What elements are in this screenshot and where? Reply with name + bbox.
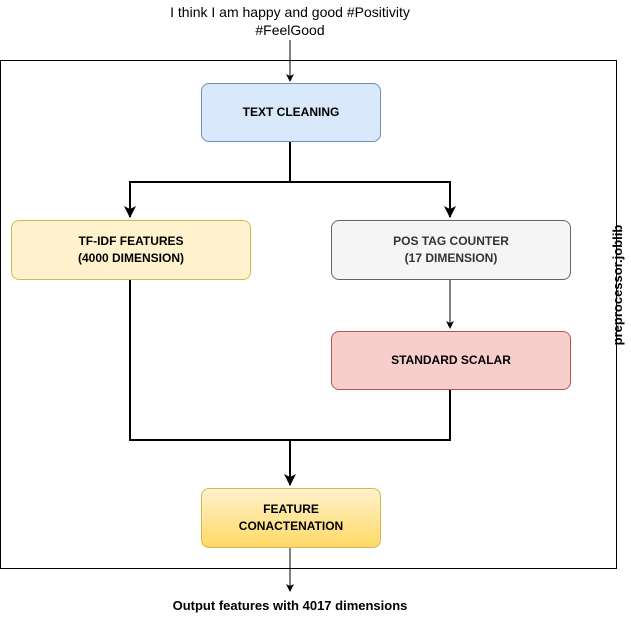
pos-label-line1: POS TAG COUNTER [393,234,509,248]
output-description: Output features with 4017 dimensions [172,598,408,613]
arrow-cleaning-to-tfidf [124,142,291,218]
input-sentence-line1: I think I am happy and good #Positivity [170,4,410,20]
concat-label-line1: FEATURE [263,502,319,516]
arrow-cleaning-to-pos [290,181,456,218]
text-cleaning-label: TEXT CLEANING [242,105,340,119]
feature-concatenation-node: FEATURE CONACTENATION [201,488,381,548]
arrow-tfidf-to-concat [129,280,296,486]
input-sentence-line2: #FeelGood [255,22,325,38]
pos-tag-counter-node: POS TAG COUNTER (17 DIMENSION) [331,220,571,280]
pos-label-line2: (17 DIMENSION) [404,251,498,265]
concat-label-line2: CONACTENATION [238,519,344,533]
arrow-scalar-to-concat [290,390,451,441]
tfidf-label-line1: TF-IDF FEATURES [78,234,184,248]
container-label: preprocessor.joblib [610,224,625,346]
input-sentence: I think I am happy and good #Positivity … [120,3,460,39]
text-cleaning-node: TEXT CLEANING [201,83,381,142]
preprocessor-container [0,60,617,569]
tfidf-label-line2: (4000 DIMENSION) [77,251,185,265]
scalar-label: STANDARD SCALAR [391,353,511,367]
standard-scalar-node: STANDARD SCALAR [331,331,571,390]
tfidf-features-node: TF-IDF FEATURES (4000 DIMENSION) [11,220,251,280]
